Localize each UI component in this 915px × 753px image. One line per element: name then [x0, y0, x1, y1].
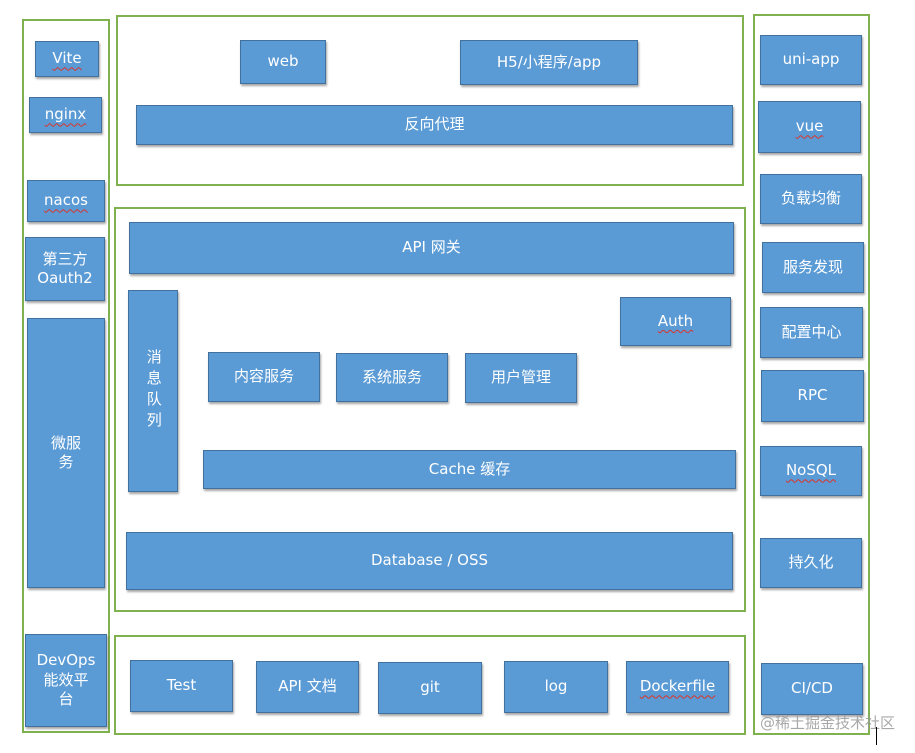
log-box: log	[504, 661, 608, 713]
vite-box: Vite	[35, 41, 99, 77]
cicd-box: CI/CD	[761, 663, 863, 715]
nacos-label: nacos	[44, 191, 88, 210]
persistence-label: 持久化	[788, 553, 834, 572]
cache-box: Cache 缓存	[203, 450, 736, 489]
api-gateway-label: API 网关	[402, 238, 461, 257]
nacos-box: nacos	[27, 180, 105, 222]
config-center-box: 配置中心	[760, 307, 863, 358]
nosql-box: NoSQL	[760, 446, 862, 496]
reverse-proxy-box: 反向代理	[136, 105, 733, 145]
database-oss-label: Database / OSS	[370, 551, 488, 570]
load-balancing-label: 负载均衡	[780, 189, 841, 208]
cicd-label: CI/CD	[791, 679, 833, 698]
microservice-box: 微服 务	[27, 318, 105, 588]
h5-miniprogram-app-label: H5/小程序/app	[496, 52, 602, 71]
git-label: git	[420, 678, 440, 697]
vite-label: Vite	[52, 49, 82, 68]
rpc-label: RPC	[797, 386, 828, 405]
message-queue-box: 消息队列	[128, 290, 178, 492]
auth-label: Auth	[657, 311, 694, 330]
uniapp-box: uni-app	[760, 35, 862, 85]
watermark-text: @稀土掘金技术社区	[759, 714, 895, 732]
log-label: log	[544, 677, 568, 696]
test-box: Test	[130, 660, 233, 712]
content-service-label: 内容服务	[233, 367, 294, 386]
cache-label: Cache 缓存	[428, 459, 511, 478]
rpc-box: RPC	[761, 370, 864, 422]
api-docs-label: API 文档	[278, 677, 337, 696]
oauth2-box: 第三方 Oauth2	[25, 237, 105, 301]
message-queue-label: 消息队列	[144, 349, 163, 433]
user-management-label: 用户管理	[490, 368, 551, 387]
user-management-box: 用户管理	[465, 353, 577, 403]
database-oss-box: Database / OSS	[126, 532, 733, 590]
reverse-proxy-label: 反向代理	[404, 115, 465, 134]
test-label: Test	[166, 676, 197, 695]
system-service-label: 系统服务	[361, 367, 422, 386]
left-column-frame	[22, 19, 110, 733]
load-balancing-box: 负载均衡	[760, 174, 862, 224]
web-box: web	[240, 40, 326, 84]
top-panel-frame	[116, 15, 744, 186]
persistence-box: 持久化	[760, 538, 862, 588]
web-label: web	[267, 52, 299, 71]
nginx-box: nginx	[29, 97, 102, 133]
devops-label: DevOps 能效平 台	[36, 651, 96, 709]
uniapp-label: uni-app	[782, 50, 840, 69]
microservice-label: 微服 务	[50, 433, 81, 472]
dockerfile-label: Dockerfile	[639, 677, 716, 696]
oauth2-label: 第三方 Oauth2	[37, 249, 93, 288]
bottom-panel-frame	[114, 635, 746, 735]
service-discovery-label: 服务发现	[782, 257, 843, 276]
system-service-box: 系统服务	[336, 353, 448, 402]
devops-box: DevOps 能效平 台	[25, 634, 107, 727]
auth-box: Auth	[620, 297, 731, 346]
service-discovery-box: 服务发现	[762, 242, 864, 293]
api-gateway-box: API 网关	[129, 222, 734, 274]
git-box: git	[378, 662, 482, 714]
nginx-label: nginx	[44, 105, 87, 124]
vue-label: vue	[795, 117, 824, 136]
config-center-label: 配置中心	[781, 322, 842, 341]
api-docs-box: API 文档	[256, 661, 359, 713]
right-column-frame	[753, 14, 870, 735]
dockerfile-box: Dockerfile	[626, 661, 729, 713]
content-service-box: 内容服务	[208, 352, 320, 402]
text-cursor	[876, 727, 877, 745]
vue-box: vue	[758, 101, 861, 153]
nosql-label: NoSQL	[785, 461, 837, 480]
h5-miniprogram-app-box: H5/小程序/app	[460, 40, 638, 85]
middle-panel-frame	[114, 207, 746, 612]
